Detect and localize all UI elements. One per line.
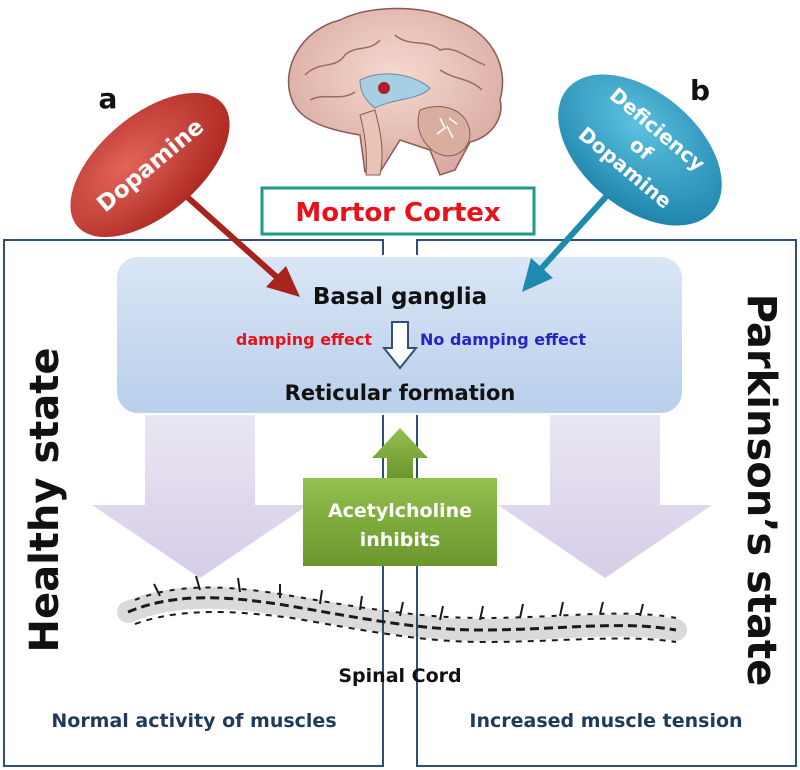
dopamine-arrow-head (266, 266, 300, 297)
parkinsons-panel-border (416, 239, 797, 767)
motor-cortex-box (260, 186, 536, 236)
healthy-state-label: Healthy state (22, 347, 68, 652)
healthy-panel-border (3, 239, 384, 767)
damping-effect-label: damping effect (236, 330, 372, 349)
normal-activity-caption: Normal activity of muscles (51, 710, 336, 732)
deficiency-ellipse (558, 74, 722, 226)
panel-label-a: a (99, 82, 118, 115)
acetylcholine-box (303, 478, 497, 566)
spine-icon (117, 575, 687, 644)
deficiency-arrow-head (522, 258, 553, 292)
parkinsons-state-label: Parkinson’s state (738, 294, 784, 687)
brain-icon (287, 7, 504, 176)
acetylcholine-label-line1: Acetylcholine (328, 500, 472, 522)
dopamine-arrow-line (182, 192, 283, 283)
acetylcholine-up-arrow (372, 428, 428, 478)
basal-ganglia-label: Basal ganglia (313, 284, 487, 310)
panel-label-b: b (690, 74, 710, 107)
spinal-cord-label: Spinal Cord (338, 665, 461, 687)
reticular-formation-label: Reticular formation (285, 381, 516, 405)
no-damping-effect-label: No damping effect (420, 330, 586, 349)
increased-tension-caption: Increased muscle tension (469, 710, 742, 732)
dopamine-ellipse (70, 92, 230, 238)
motor-cortex-label: Mortor Cortex (295, 198, 501, 228)
down-arrow-icon (381, 321, 419, 370)
deficiency-arrow-line (537, 187, 615, 273)
healthy-down-arrow (92, 400, 308, 578)
acetylcholine-label-line2: inhibits (360, 529, 441, 551)
parkinsons-down-arrow (498, 400, 712, 578)
